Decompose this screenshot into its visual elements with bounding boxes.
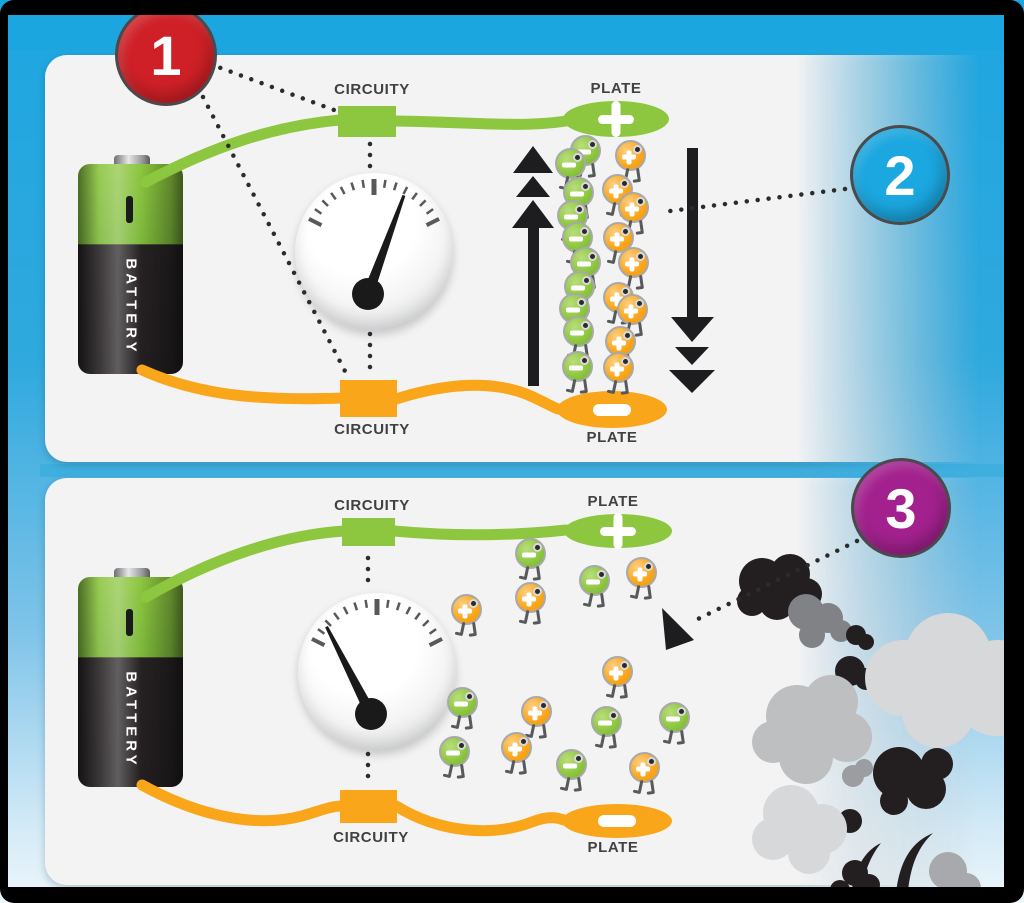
circuit-box-green-2 [342, 518, 395, 546]
negative-plate-1 [557, 391, 667, 428]
circuit-label-bottom-1: CIRCUITY [334, 421, 410, 438]
positive-plate-2 [564, 514, 672, 548]
callout-1-number: 1 [150, 23, 182, 87]
callout-3-number: 3 [885, 476, 917, 540]
battery-terminal-mark [126, 609, 133, 636]
plate-label-bottom-2: PLATE [587, 839, 639, 856]
meter-gauge-2 [298, 593, 456, 751]
plate-label-bottom-1: PLATE [586, 429, 638, 446]
battery-terminal-mark [126, 196, 133, 223]
negative-plate-2 [562, 804, 672, 838]
callout-3: 3 [851, 458, 951, 558]
circuit-label-bottom-2: CIRCUITY [333, 829, 409, 846]
circuit-label-top-1: CIRCUITY [334, 81, 410, 98]
battery-label: BATTERY [122, 671, 140, 769]
plus-sign [598, 114, 634, 124]
panel-divider [40, 464, 1010, 477]
plus-sign [600, 526, 636, 536]
meter-gauge-1 [295, 173, 453, 331]
circuit-box-green-1 [338, 106, 396, 137]
minus-sign [593, 403, 631, 416]
circuit-label-top-2: CIRCUITY [334, 497, 410, 514]
callout-1: 1 [115, 4, 217, 106]
circuit-box-orange-2 [340, 790, 397, 823]
battery-1: BATTERY [78, 155, 183, 374]
circuit-box-orange-1 [340, 380, 397, 417]
panel-charging [45, 55, 1008, 462]
battery-label: BATTERY [122, 258, 140, 356]
minus-sign [598, 815, 636, 827]
plate-label-top-2: PLATE [587, 493, 639, 510]
callout-2: 2 [850, 125, 950, 225]
callout-2-number: 2 [884, 143, 916, 207]
plate-label-top-1: PLATE [590, 80, 642, 97]
positive-plate-1 [563, 101, 669, 137]
battery-2: BATTERY [78, 568, 183, 787]
